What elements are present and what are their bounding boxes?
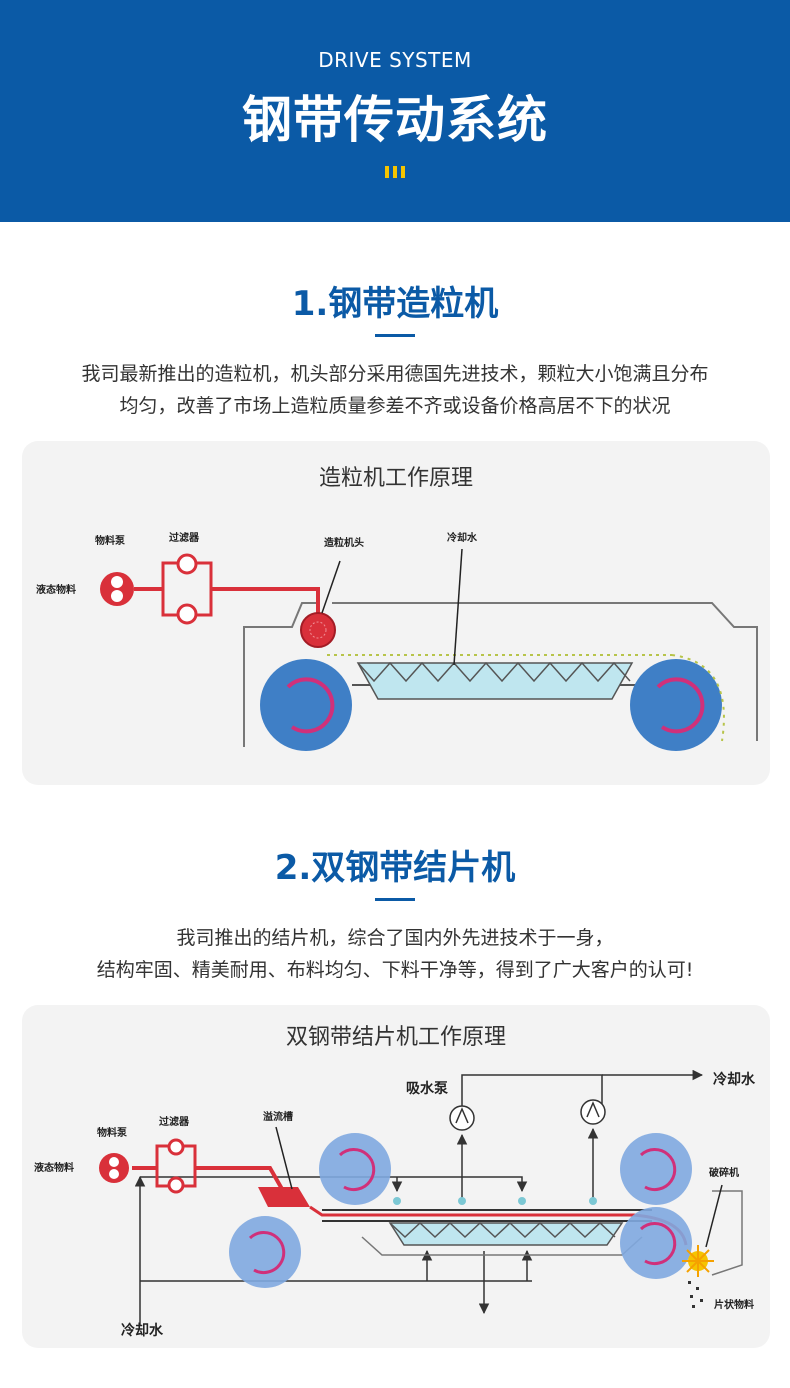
label-flake-material: 片状物料 — [714, 1298, 754, 1311]
section2-desc-line1: 我司推出的结片机，综合了国内外先进技术于一身， — [176, 927, 614, 949]
pointer-cooling-water — [453, 548, 463, 666]
housing-outline-right — [332, 602, 758, 741]
section1-desc-line2: 均匀，改善了市场上造粒质量参差不齐或设备价格高居不下的状况 — [119, 395, 671, 417]
granulator-head-inner — [309, 621, 327, 639]
lower-roller-right-rotation-icon — [639, 1222, 677, 1266]
housing-right — [711, 1190, 743, 1276]
granules-falling — [671, 654, 725, 742]
pointer-crusher — [705, 1184, 723, 1248]
label-cooling-water-out: 冷却水 — [713, 1071, 756, 1088]
header-subtitle: DRIVE SYSTEM — [318, 48, 472, 72]
section2-desc: 我司推出的结片机，综合了国内外先进技术于一身， 结构牢固、精美耐用、布料均匀、下… — [0, 922, 790, 986]
upper-roller-left-rotation-icon — [338, 1148, 376, 1192]
material-pump-icon — [99, 1153, 129, 1183]
granulator-diagram: 造粒机工作原理 物料泵 过滤器 造粒机头 — [36, 466, 758, 751]
drive-roller-left — [260, 659, 352, 751]
suction-pump-left-symbol — [455, 1107, 469, 1124]
label-liquid-material: 液态物料 — [36, 583, 76, 596]
flaker-diagram: 双钢带结片机工作原理 — [34, 1025, 756, 1339]
nozzle-dot-1 — [393, 1197, 401, 1205]
cooling-water-tank — [356, 662, 634, 700]
pump-gear-bottom — [111, 590, 123, 602]
filter-bottom-icon — [176, 603, 198, 625]
label-granulator-head: 造粒机头 — [324, 536, 364, 549]
upper-roller-left — [319, 1133, 391, 1205]
flake-material-particles — [688, 1281, 703, 1308]
section2-title: 2.双钢带结片机 — [274, 848, 516, 888]
cooling-spray-nozzles — [389, 1221, 616, 1239]
roller-right-rotation-icon — [656, 677, 705, 734]
header-title: 钢带传动系统 — [242, 91, 548, 149]
pump-gear-top — [109, 1157, 119, 1167]
label-filter: 过滤器 — [169, 531, 200, 544]
crusher-burst — [682, 1245, 714, 1277]
header-accent-mark — [383, 166, 407, 178]
label-cooling-water-in: 冷却水 — [121, 1322, 164, 1339]
label-overflow-trough: 溢流槽 — [263, 1110, 293, 1123]
housing-outline-left — [243, 602, 320, 747]
suction-pipe-top — [461, 1074, 603, 1109]
granulator-head-icon — [300, 612, 336, 648]
pointer-overflow — [275, 1126, 293, 1190]
nozzle-dot-2 — [458, 1197, 466, 1205]
upper-roller-right — [620, 1133, 692, 1205]
section2-rule — [375, 898, 415, 901]
drive-roller-right — [630, 659, 722, 751]
granulator-diagram-panel: 造粒机工作原理 物料泵 过滤器 造粒机头 — [22, 441, 770, 785]
label-material-pump: 物料泵 — [95, 534, 126, 547]
suction-pump-right-symbol — [586, 1101, 600, 1118]
label-cooling-water: 冷却水 — [447, 531, 478, 544]
pump-gear-bottom — [109, 1169, 119, 1179]
lower-roller-left — [229, 1216, 301, 1288]
header-banner: DRIVE SYSTEM 钢带传动系统 — [0, 0, 790, 222]
nozzle-dot-4 — [589, 1197, 597, 1205]
filter-top-icon — [176, 553, 198, 575]
label-suction-pump: 吸水泵 — [406, 1080, 448, 1097]
cooling-inlet-top-branch — [140, 1176, 528, 1193]
nozzle-dot-3 — [518, 1197, 526, 1205]
lower-roller-right — [620, 1207, 692, 1279]
pump-gear-top — [111, 576, 123, 588]
filter-bottom-icon — [167, 1176, 185, 1194]
upper-roller-right-rotation-icon — [639, 1148, 677, 1192]
cooling-spray-nozzles — [357, 661, 631, 683]
label-crusher: 破碎机 — [709, 1166, 739, 1179]
pipe-filter-head — [211, 587, 320, 616]
granulator-diagram-title: 造粒机工作原理 — [319, 466, 473, 491]
suction-pump-right-icon — [580, 1099, 606, 1125]
section1-title: 1.钢带造粒机 — [291, 284, 499, 324]
section2-desc-line2: 结构牢固、精美耐用、布料均匀、下料干净等，得到了广大客户的认可! — [96, 959, 694, 981]
pipe-filter-overflow — [195, 1166, 284, 1190]
section1-desc: 我司最新推出的造粒机，机头部分采用德国先进技术，颗粒大小饱满且分布 均匀，改善了… — [0, 358, 790, 422]
label-material-pump: 物料泵 — [97, 1126, 128, 1139]
flaker-diagram-panel: 双钢带结片机工作原理 — [22, 1005, 770, 1348]
roller-left-rotation-icon — [286, 677, 335, 734]
suction-pump-left-icon — [449, 1105, 475, 1131]
section1-desc-line1: 我司最新推出的造粒机，机头部分采用德国先进技术，颗粒大小饱满且分布 — [81, 363, 709, 385]
section1-rule — [375, 334, 415, 337]
flaker-diagram-title: 双钢带结片机工作原理 — [286, 1025, 506, 1050]
label-filter: 过滤器 — [159, 1115, 190, 1128]
overflow-trough — [258, 1187, 310, 1207]
lower-roller-left-rotation-icon — [248, 1231, 286, 1275]
material-pump-icon — [100, 572, 134, 606]
label-liquid-material: 液态物料 — [34, 1161, 74, 1174]
filter-top-icon — [167, 1138, 185, 1156]
pointer-granulator-head — [321, 560, 341, 614]
